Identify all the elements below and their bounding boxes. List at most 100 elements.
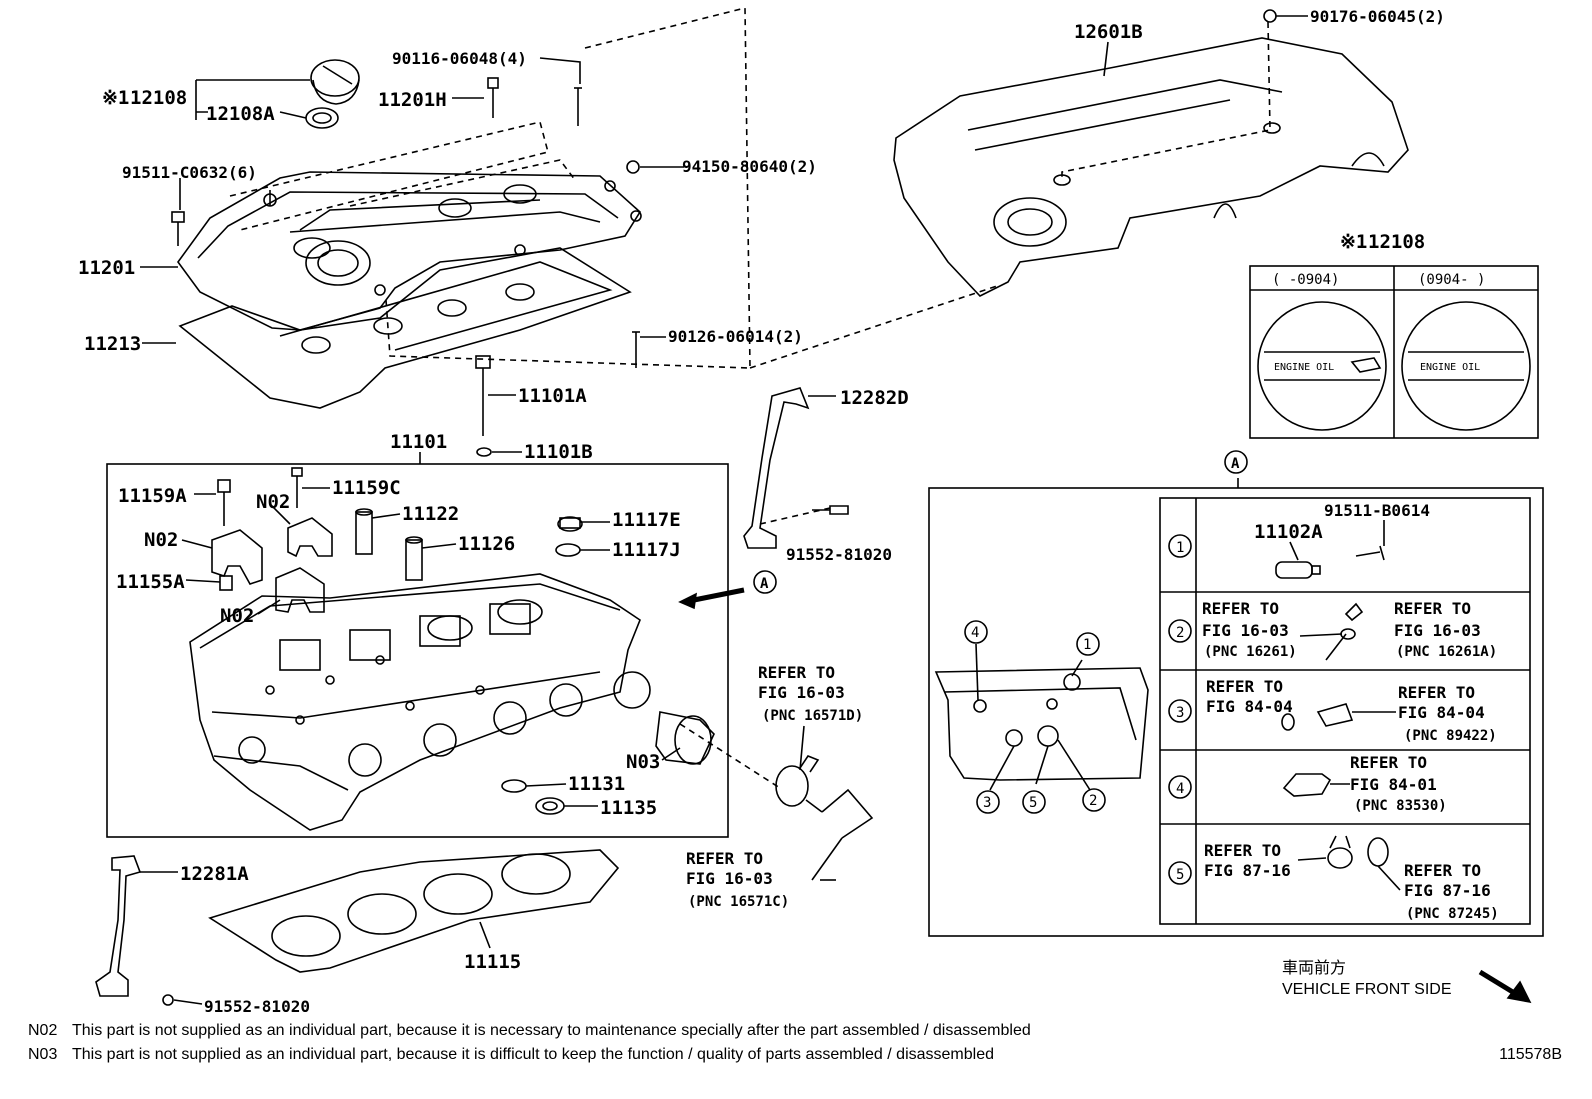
block-num-3: 3 (983, 795, 991, 811)
callout-a-letter: A (760, 576, 769, 592)
label-11201H: 11201H (378, 89, 447, 111)
row1-part: 11102A (1254, 521, 1323, 543)
label-11101B: 11101B (524, 441, 593, 463)
label-11117E: 11117E (612, 509, 681, 531)
note-n02-code: N02 (28, 1022, 58, 1039)
figure-number: 115578B (1499, 1046, 1562, 1063)
label-n02-c: N02 (220, 605, 254, 627)
row3-num: 3 (1176, 705, 1184, 721)
cap-box-title: 12108 (1368, 231, 1425, 253)
label-91552-a: 91552-81020 (786, 545, 892, 564)
label-12108: 12108 (130, 87, 187, 109)
cylinder-head-small-parts (211, 467, 715, 815)
vehicle-front-arrowhead (1506, 980, 1532, 1004)
label-90126: 90126-06014(2) (668, 327, 803, 346)
row2-r1: REFER TO (1394, 599, 1471, 618)
leader-12108 (195, 79, 310, 120)
label-94150: 94150-80640(2) (682, 157, 817, 176)
row5-r2: FIG 87-16 (1404, 881, 1491, 900)
label-12601B: 12601B (1074, 21, 1143, 43)
cylinder-head-box (106, 463, 729, 838)
block-num-2: 2 (1089, 793, 1097, 809)
row2-r3: (PNC 16261A) (1396, 644, 1497, 660)
vehicle-front-label: 車両前方 VEHICLE FRONT SIDE (1282, 958, 1452, 1000)
label-n02-a: N02 (256, 491, 290, 513)
label-12108-mark: ※1 (102, 87, 129, 109)
label-11117J: 11117J (612, 539, 681, 561)
row5-l1: REFER TO (1204, 841, 1281, 860)
label-11159A: 11159A (118, 485, 187, 507)
label-12281A: 12281A (180, 863, 249, 885)
vehicle-front-arrow (1478, 969, 1518, 997)
row4-r2: FIG 84-01 (1350, 775, 1437, 794)
refer1-line1: REFER TO (758, 663, 835, 682)
row3-r1: REFER TO (1398, 683, 1475, 702)
label-11131: 11131 (568, 773, 625, 795)
row3-l2: FIG 84-04 (1206, 697, 1293, 716)
cylinder-head-drawing (189, 573, 651, 831)
vehicle-front-en: VEHICLE FRONT SIDE (1282, 981, 1452, 998)
leader-12601B (1103, 41, 1109, 77)
row1-num: 1 (1176, 540, 1184, 556)
row5-r3: (PNC 87245) (1406, 906, 1499, 922)
cap-box-col1: ( -0904) (1272, 272, 1339, 288)
oil-filler-cap-drawing (305, 59, 360, 129)
row3-l1: REFER TO (1206, 677, 1283, 696)
leader-90116 (539, 57, 581, 84)
label-90176: 90176-06045(2) (1310, 7, 1445, 26)
row3-r2: FIG 84-04 (1398, 703, 1485, 722)
bracket-12282D-drawing (743, 387, 849, 549)
block-num-5: 5 (1029, 795, 1037, 811)
refer2-line3: (PNC 16571C) (688, 894, 789, 910)
cylinder-head-leaders (181, 487, 681, 807)
row3-r3: (PNC 89422) (1404, 728, 1497, 744)
row2-l3: (PNC 16261) (1204, 644, 1297, 660)
cap-box-col2: (0904- ) (1418, 272, 1485, 288)
hose-drawings (775, 725, 874, 881)
note-n02-text: This part is not supplied as an individu… (72, 1022, 1031, 1039)
label-11213: 11213 (84, 333, 141, 355)
bolt-drawings (171, 77, 640, 457)
cap-text-2: ENGINE OIL (1420, 362, 1480, 373)
row4-r3: (PNC 83530) (1354, 798, 1447, 814)
label-91552-b: 91552-81020 (204, 997, 310, 1016)
detail-a-label: A (1231, 456, 1240, 472)
row5-num: 5 (1176, 867, 1184, 883)
note-n02: N02 This part is not supplied as an indiv… (28, 1022, 1031, 1040)
label-11155A: 11155A (116, 571, 185, 593)
callout-a-circle (753, 570, 777, 594)
label-90116: 90116-06048(4) (392, 49, 527, 68)
bracket-12281A-drawing (95, 855, 174, 1006)
refer1-line3: (PNC 16571D) (762, 708, 863, 724)
label-n02-b: N02 (144, 529, 178, 551)
label-11201: 11201 (78, 257, 135, 279)
label-11135: 11135 (600, 797, 657, 819)
refer1-line2: FIG 16-03 (758, 683, 845, 702)
row2-r2: FIG 16-03 (1394, 621, 1481, 640)
block-num-4: 4 (971, 625, 979, 641)
alignment-dashes (229, 6, 1271, 789)
vehicle-front-jp: 車両前方 (1282, 960, 1347, 977)
row1-bolt: 91511-B0614 (1324, 501, 1430, 520)
refer2-line1: REFER TO (686, 849, 763, 868)
cap-box-mark: ※1 (1340, 231, 1367, 253)
label-11159C: 11159C (332, 477, 401, 499)
label-n03: N03 (626, 751, 660, 773)
head-gasket-drawing (208, 849, 620, 973)
label-11126: 11126 (458, 533, 515, 555)
row5-l2: FIG 87-16 (1204, 861, 1291, 880)
detail-a-box (928, 450, 1544, 937)
row2-l2: FIG 16-03 (1202, 621, 1289, 640)
note-n03-code: N03 (28, 1046, 58, 1063)
row4-r1: REFER TO (1350, 753, 1427, 772)
cap-variant-box (1249, 265, 1539, 439)
label-11101: 11101 (390, 431, 447, 453)
block-num-1: 1 (1083, 637, 1091, 653)
row4-num: 4 (1176, 781, 1184, 797)
row2-l1: REFER TO (1202, 599, 1279, 618)
label-12108A: 12108A (206, 103, 275, 125)
label-11122: 11122 (402, 503, 459, 525)
label-11101A: 11101A (518, 385, 587, 407)
leader-11115 (479, 921, 491, 949)
refer2-line2: FIG 16-03 (686, 869, 773, 888)
